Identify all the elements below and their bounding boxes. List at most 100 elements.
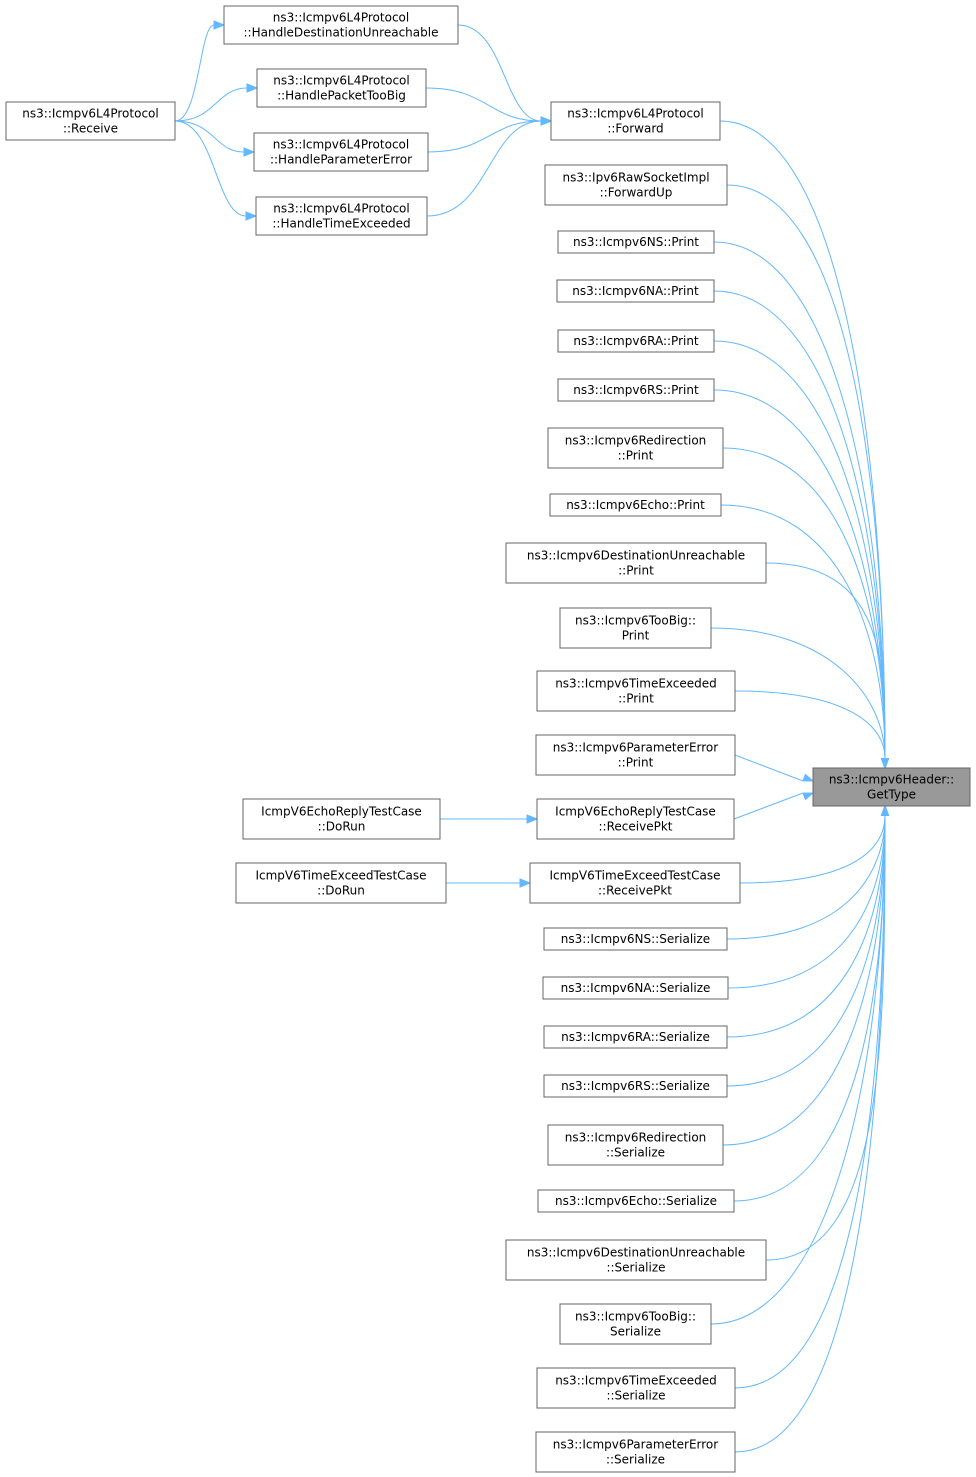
edge-pe_ser-to-gettype [734, 804, 890, 1453]
node-box [559, 1303, 712, 1345]
node-box [550, 101, 721, 141]
node-te-rpkt[interactable]: IcmpV6TimeExceedTestCase::ReceivePkt [529, 862, 741, 904]
edge-line [765, 562, 886, 759]
node-label-line: ns3::Icmpv6NS::Serialize [561, 932, 710, 946]
node-label-line: ::HandleParameterError [270, 153, 412, 167]
node-redir-ser[interactable]: ns3::Icmpv6Redirection::Serialize [547, 1124, 724, 1166]
node-label-line: ns3::Icmpv6Echo::Print [566, 498, 705, 512]
edge-te_dorun-to-te_rpkt [446, 878, 532, 888]
node-du-print[interactable]: ns3::Icmpv6DestinationUnreachable::Print [505, 542, 767, 584]
node-box [549, 493, 722, 517]
node-tb-print[interactable]: ns3::Icmpv6TooBig::Print [559, 607, 712, 649]
edge-tb_print-to-gettype [710, 627, 890, 770]
node-box [256, 68, 427, 108]
node-box [5, 101, 176, 141]
node-label-line: ::ReceivePkt [599, 820, 673, 834]
node-box [505, 1239, 767, 1281]
node-echo-rpkt[interactable]: IcmpV6EchoReplyTestCase::ReceivePkt [536, 798, 735, 840]
node-box [547, 427, 724, 469]
node-rs-ser[interactable]: ns3::Icmpv6RS::Serialize [543, 1074, 728, 1098]
edge-line [427, 120, 542, 153]
node-box [559, 607, 712, 649]
node-rs-print[interactable]: ns3::Icmpv6RS::Print [557, 378, 715, 402]
node-pe-ser[interactable]: ns3::Icmpv6ParameterError::Serialize [535, 1431, 736, 1473]
node-forward[interactable]: ns3::Icmpv6L4Protocol::Forward [550, 101, 721, 141]
edge-line [713, 241, 886, 759]
node-ns-print[interactable]: ns3::Icmpv6NS::Print [557, 230, 715, 254]
node-tb-ser[interactable]: ns3::Icmpv6TooBig::Serialize [559, 1303, 712, 1345]
node-box [223, 5, 459, 45]
edge-line [765, 815, 886, 1261]
edge-line [726, 815, 886, 1038]
node-ns-ser[interactable]: ns3::Icmpv6NS::Serialize [543, 927, 728, 951]
node-fwdup[interactable]: ns3::Ipv6RawSocketImpl::ForwardUp [544, 164, 728, 206]
node-label-line: ns3::Icmpv6Header:: [829, 773, 954, 787]
node-label-line: ::Serialize [606, 1453, 665, 1467]
edge-line [734, 815, 886, 1389]
node-box [543, 1025, 728, 1049]
node-label-line: Serialize [610, 1325, 661, 1339]
node-echo-dorun[interactable]: IcmpV6EchoReplyTestCase::DoRun [242, 798, 441, 840]
node-box [544, 164, 728, 206]
node-redir-print[interactable]: ns3::Icmpv6Redirection::Print [547, 427, 724, 469]
node-label-line: ::DoRun [318, 820, 366, 834]
node-label-line: ::HandleTimeExceeded [272, 217, 410, 231]
node-pe-print[interactable]: ns3::Icmpv6ParameterError::Print [535, 734, 736, 776]
edge-line [734, 690, 886, 759]
edge-arrowhead [243, 147, 256, 157]
node-label-line: ns3::Icmpv6NA::Serialize [561, 981, 711, 995]
edge-line [726, 815, 886, 1087]
edge-line [720, 504, 886, 759]
edge-line [719, 120, 886, 759]
node-label-line: ns3::Icmpv6L4Protocol [567, 107, 703, 121]
node-label-line: ::Serialize [606, 1261, 665, 1275]
node-label-line: ::Print [618, 692, 654, 706]
edge-na_print-to-gettype [713, 290, 890, 770]
node-hte[interactable]: ns3::Icmpv6L4Protocol::HandleTimeExceede… [255, 196, 428, 236]
node-te-ser[interactable]: ns3::Icmpv6TimeExceeded::Serialize [536, 1367, 736, 1409]
node-te-print[interactable]: ns3::Icmpv6TimeExceeded::Print [536, 670, 736, 712]
node-label-line: ns3::Icmpv6Redirection [565, 1131, 707, 1145]
node-echo-print[interactable]: ns3::Icmpv6Echo::Print [549, 493, 722, 517]
node-hdu[interactable]: ns3::Icmpv6L4Protocol::HandleDestination… [223, 5, 459, 45]
node-box [535, 734, 736, 776]
node-receive[interactable]: ns3::Icmpv6L4Protocol::Receive [5, 101, 176, 141]
node-label-line: ns3::Icmpv6DestinationUnreachable [527, 549, 745, 563]
node-echo-ser[interactable]: ns3::Icmpv6Echo::Serialize [537, 1189, 735, 1213]
node-label-line: ::Serialize [606, 1146, 665, 1160]
node-te-dorun[interactable]: IcmpV6TimeExceedTestCase::DoRun [235, 862, 447, 904]
node-na-ser[interactable]: ns3::Icmpv6NA::Serialize [542, 976, 729, 1000]
edge-line [457, 24, 542, 122]
edge-line [726, 815, 886, 940]
edge-line [734, 754, 804, 782]
node-label-line: ns3::Icmpv6RA::Print [573, 334, 699, 348]
node-label-line: IcmpV6EchoReplyTestCase [555, 805, 716, 819]
node-box [536, 798, 735, 840]
edges-layer [174, 20, 890, 1453]
node-ra-print[interactable]: ns3::Icmpv6RA::Print [557, 329, 715, 353]
edge-ra_ser-to-gettype [726, 804, 890, 1038]
node-label-line: ns3::Icmpv6Echo::Serialize [555, 1194, 717, 1208]
node-ra-ser[interactable]: ns3::Icmpv6RA::Serialize [543, 1025, 728, 1049]
edge-hte-to-forward [426, 116, 553, 217]
edge-line [174, 24, 215, 122]
node-label-line: ::DoRun [317, 884, 365, 898]
node-box [557, 378, 715, 402]
edge-line [734, 815, 886, 1453]
node-du-ser[interactable]: ns3::Icmpv6DestinationUnreachable::Seria… [505, 1239, 767, 1281]
node-label-line: IcmpV6TimeExceedTestCase [549, 869, 720, 883]
node-na-print[interactable]: ns3::Icmpv6NA::Print [556, 279, 715, 303]
node-hptb[interactable]: ns3::Icmpv6L4Protocol::HandlePacketTooBi… [256, 68, 427, 108]
edge-line [726, 184, 886, 759]
node-label-line: ns3::Icmpv6L4Protocol [273, 11, 409, 25]
node-box [543, 1074, 728, 1098]
node-box [556, 279, 715, 303]
edge-ns_ser-to-gettype [726, 804, 890, 940]
node-label-line: ::ForwardUp [600, 186, 673, 200]
edge-line [713, 389, 886, 759]
node-label-line: ::Receive [63, 122, 118, 136]
node-hpe[interactable]: ns3::Icmpv6L4Protocol::HandleParameterEr… [253, 132, 429, 172]
edge-arrowhead [880, 804, 890, 816]
node-gettype[interactable]: ns3::Icmpv6Header::GetType [812, 767, 971, 807]
node-label-line: ns3::Icmpv6RS::Print [573, 383, 699, 397]
